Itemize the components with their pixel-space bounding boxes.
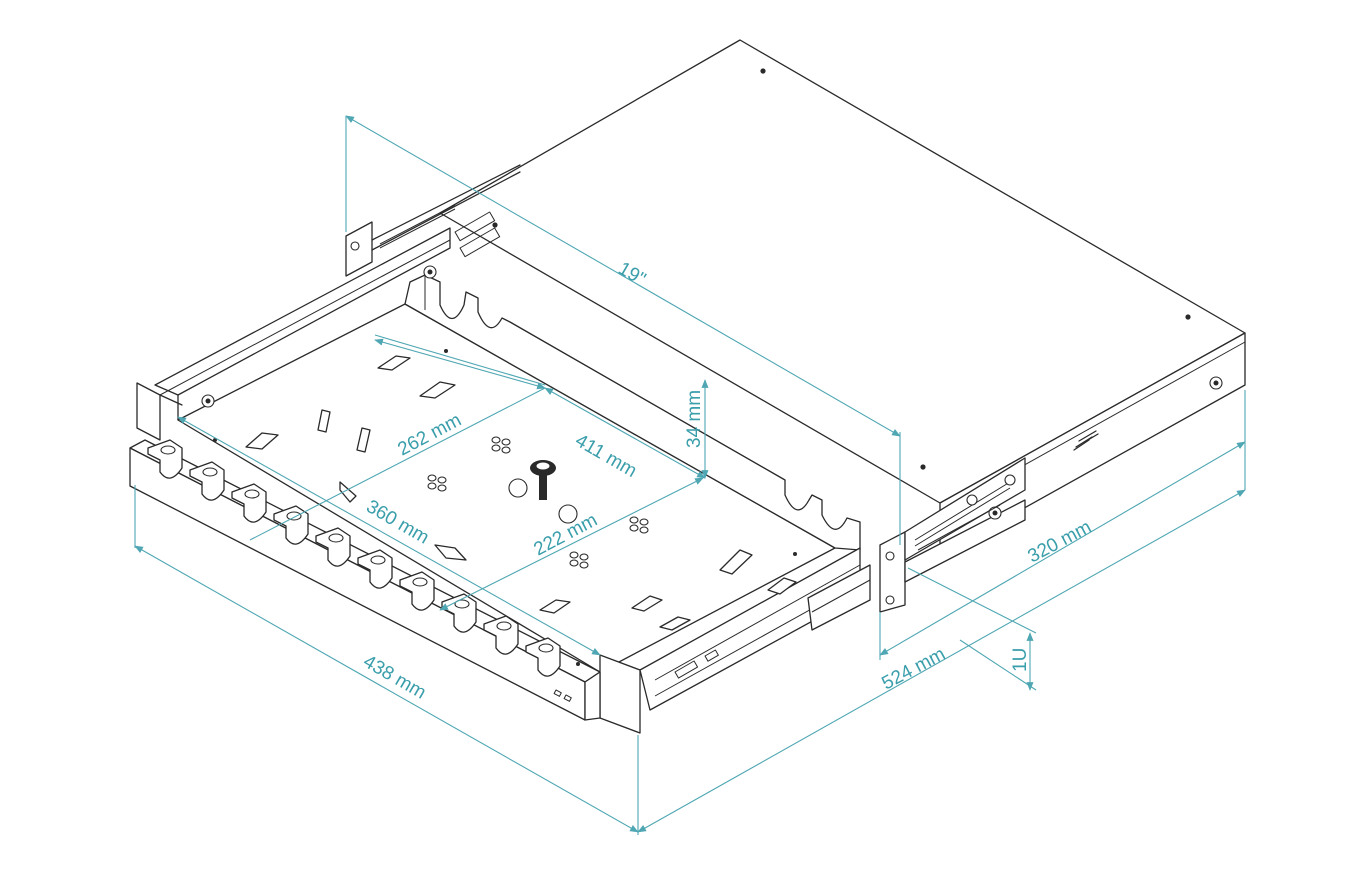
dim-1u: 1U bbox=[1010, 648, 1031, 672]
dimension-lines bbox=[134, 115, 1246, 835]
dim-320mm: 320 mm bbox=[1024, 517, 1094, 568]
dim-524mm: 524 mm bbox=[878, 644, 948, 695]
dim-438mm: 438 mm bbox=[360, 651, 430, 704]
dim-34mm: 34 mm bbox=[684, 390, 705, 448]
